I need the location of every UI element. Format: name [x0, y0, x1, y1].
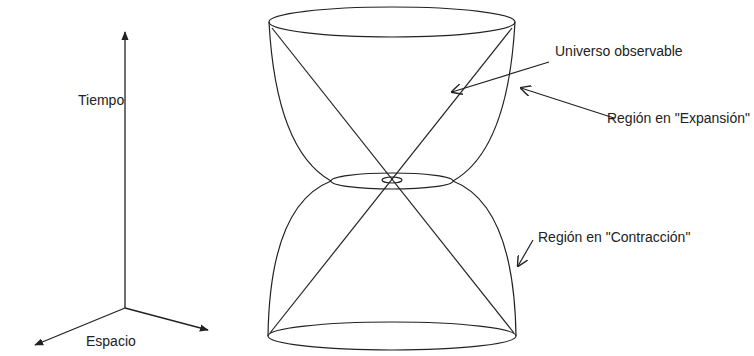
axis-label: Tiempo — [78, 92, 124, 109]
axis-label: Espacio — [86, 333, 136, 350]
axes — [35, 32, 208, 345]
callout-label: Universo observable — [555, 43, 683, 60]
callout-label: Región en "Expansión" — [607, 110, 750, 127]
callout-label: Región en "Contracción" — [538, 229, 690, 246]
spacetime-shape — [268, 7, 516, 350]
